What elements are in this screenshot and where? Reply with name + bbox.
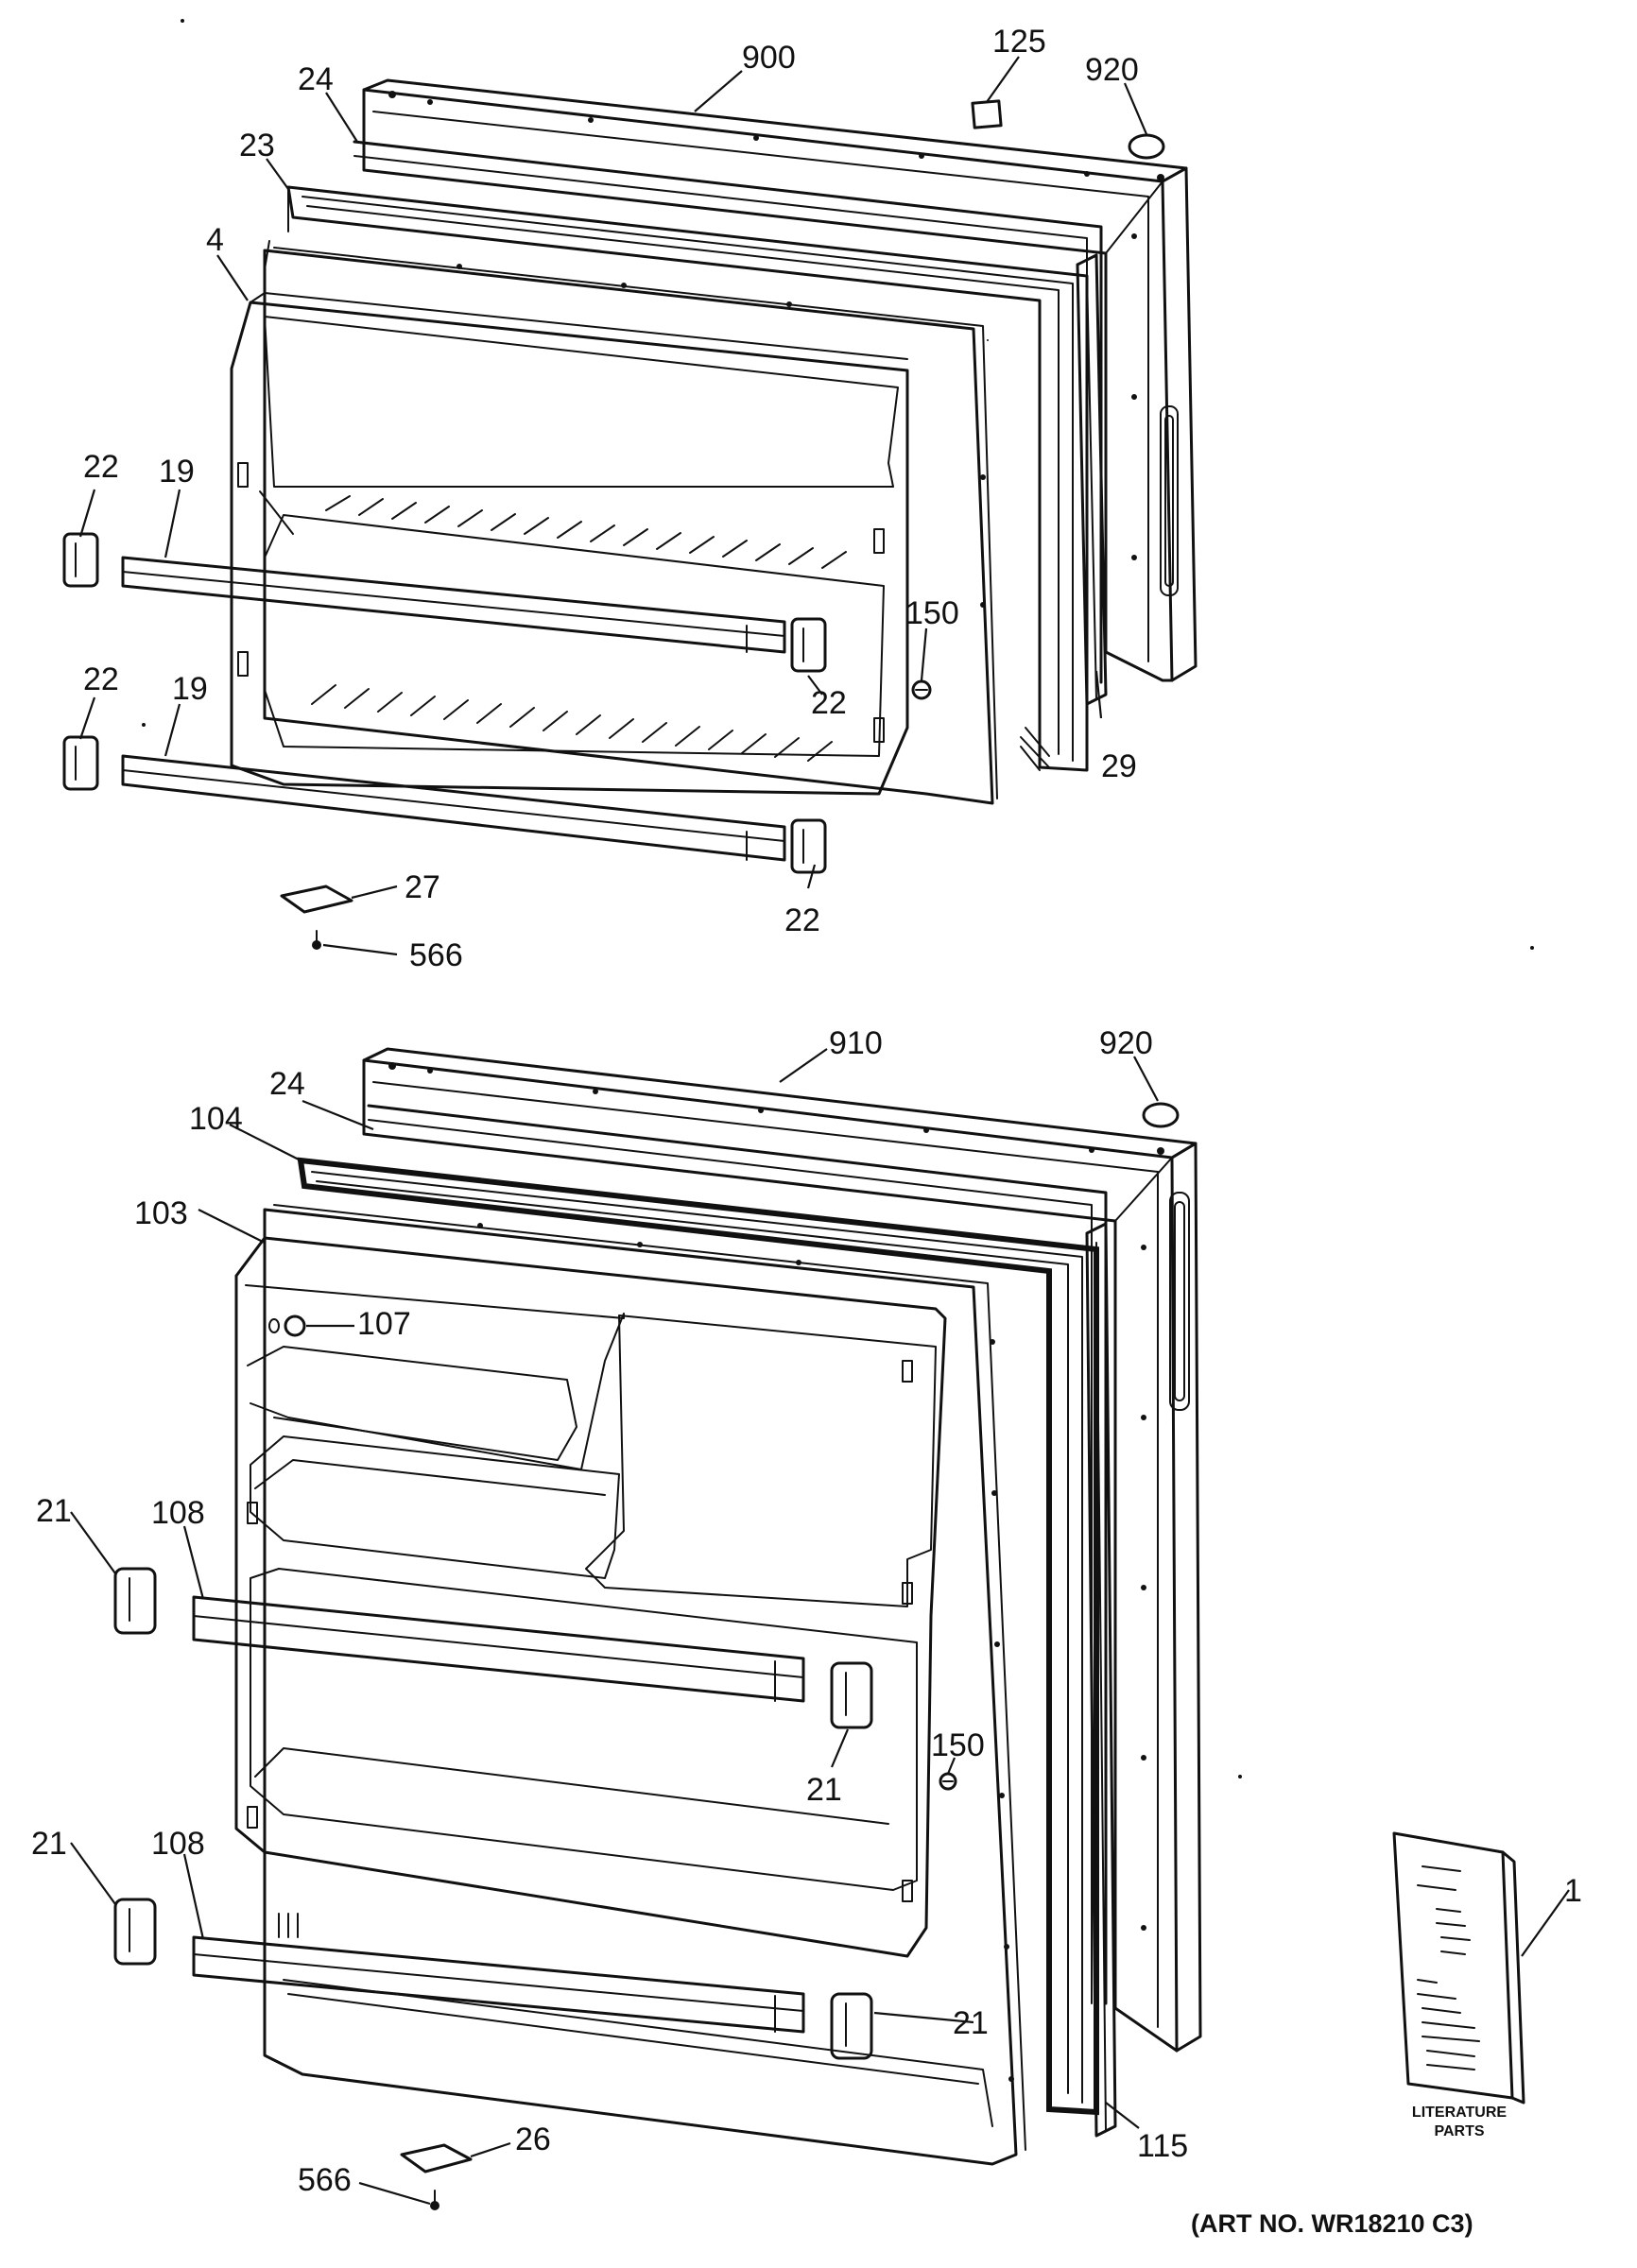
door-liner-103 xyxy=(234,1204,1026,2166)
shelf-bar-19-upper xyxy=(121,556,786,654)
label-21-b: 21 xyxy=(806,1772,842,1808)
end-cap-21-b xyxy=(830,1661,873,1729)
label-108-b: 108 xyxy=(151,1826,205,1862)
callouts-top: 900 125 920 24 23 4 22 19 150 22 22 19 2… xyxy=(83,24,1139,973)
label-107: 107 xyxy=(357,1306,411,1342)
label-108-a: 108 xyxy=(151,1495,205,1531)
leader-lines-top xyxy=(78,56,1148,956)
label-900: 900 xyxy=(742,40,796,76)
button-107 xyxy=(268,1314,306,1337)
label-920: 920 xyxy=(1085,52,1139,88)
label-104: 104 xyxy=(189,1101,243,1137)
label-150-bottom: 150 xyxy=(931,1727,985,1763)
door-gasket-104 xyxy=(297,1157,1099,2116)
plug-125 xyxy=(971,99,1003,129)
end-cap-22-b xyxy=(790,617,827,673)
label-19-b: 19 xyxy=(172,671,208,707)
label-26: 26 xyxy=(515,2122,551,2157)
label-27: 27 xyxy=(405,869,440,905)
label-566: 566 xyxy=(409,937,463,973)
leader-lines-bottom xyxy=(70,1048,1570,2206)
screw-150-top xyxy=(911,679,932,700)
label-4: 4 xyxy=(206,222,224,258)
label-21-c: 21 xyxy=(31,1826,67,1862)
end-cap-21-a xyxy=(113,1567,157,1635)
end-cap-22-c xyxy=(62,735,99,791)
callouts-bottom: 910 920 24 104 103 107 21 108 150 21 21 … xyxy=(31,1025,1582,2198)
label-115: 115 xyxy=(1137,2128,1188,2164)
screw-150-bottom xyxy=(939,1772,957,1791)
art-number: (ART NO. WR18210 C3) xyxy=(1191,2209,1473,2238)
label-22-b: 22 xyxy=(811,685,847,721)
cap-920-top xyxy=(1128,133,1165,160)
shelf-bar-19-lower xyxy=(121,754,786,862)
label-1: 1 xyxy=(1564,1873,1582,1909)
cap-920-bottom xyxy=(1142,1102,1180,1128)
breaker-strip-29 xyxy=(1076,253,1108,706)
screw-566-bottom xyxy=(430,2190,439,2210)
label-125: 125 xyxy=(992,24,1046,60)
label-19-a: 19 xyxy=(159,454,195,490)
label-150: 150 xyxy=(905,595,959,631)
shelf-ribs-bottom xyxy=(311,684,833,762)
shelf-ribs-top xyxy=(325,495,847,569)
screw-566-top xyxy=(312,930,321,950)
literature-label-line1: LITERATURE xyxy=(1412,2105,1507,2121)
label-22-a: 22 xyxy=(83,449,119,485)
end-cap-22-a xyxy=(62,532,99,588)
label-920-bottom: 920 xyxy=(1099,1025,1153,1061)
label-566-bottom: 566 xyxy=(298,2162,352,2198)
freezer-door-assembly: 900 125 920 24 23 4 22 19 150 22 22 19 2… xyxy=(62,24,1198,973)
shelf-bar-108-lower xyxy=(192,1935,805,2034)
label-22-c: 22 xyxy=(83,662,119,697)
label-23: 23 xyxy=(239,128,275,163)
fresh-food-door-assembly: LITERATURE PARTS 910 920 xyxy=(31,1025,1582,2210)
gasket-frame-24 xyxy=(353,140,1103,684)
label-910: 910 xyxy=(829,1025,883,1061)
label-21-a: 21 xyxy=(36,1493,72,1529)
breaker-strip-115 xyxy=(1085,1222,1117,2138)
label-29: 29 xyxy=(1101,748,1137,784)
label-24: 24 xyxy=(298,61,334,97)
label-21-d: 21 xyxy=(953,2005,989,2041)
label-22-d: 22 xyxy=(784,902,820,938)
end-cap-21-d xyxy=(830,1992,873,2060)
shelf-bar-108-upper xyxy=(192,1595,805,1703)
door-shell-910 xyxy=(362,1047,1202,2053)
literature-booklet-1: LITERATURE PARTS xyxy=(1392,1831,1525,2139)
door-liner-4 xyxy=(230,240,998,805)
label-103: 103 xyxy=(134,1195,188,1231)
label-24-bottom: 24 xyxy=(269,1066,305,1102)
hinge-plate-26 xyxy=(400,2143,473,2174)
door-gasket-23 xyxy=(286,185,1089,772)
end-cap-21-c xyxy=(113,1898,157,1966)
hinge-plate-27 xyxy=(280,885,353,914)
literature-label-line2: PARTS xyxy=(1434,2123,1484,2139)
end-cap-22-d xyxy=(790,818,827,874)
